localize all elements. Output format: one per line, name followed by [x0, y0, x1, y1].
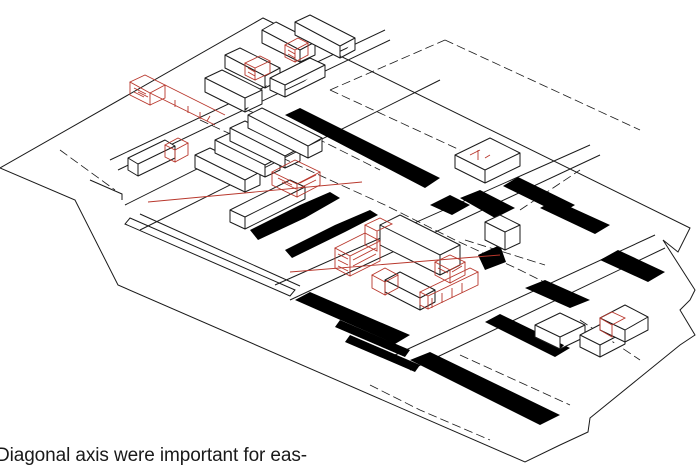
site-outline [0, 18, 695, 462]
proposed-volume [270, 58, 325, 97]
existing-building [460, 190, 515, 218]
diagonal-axis-line [290, 255, 500, 272]
existing-building [525, 280, 590, 308]
dashed-property-line [370, 385, 490, 440]
red-connector-volume [130, 75, 165, 105]
street-line [140, 80, 440, 230]
existing-building [600, 250, 665, 282]
existing-building [540, 200, 610, 234]
proposed-volume [485, 215, 520, 250]
proposed-volume [455, 138, 520, 183]
red-connector-volume [335, 233, 380, 276]
proposed-volume [295, 15, 355, 58]
dashed-property-line [445, 40, 640, 130]
existing-building [410, 352, 560, 425]
dashed-property-line [60, 150, 115, 190]
figure-caption: Diagonal axis were important for eas- [0, 445, 307, 467]
